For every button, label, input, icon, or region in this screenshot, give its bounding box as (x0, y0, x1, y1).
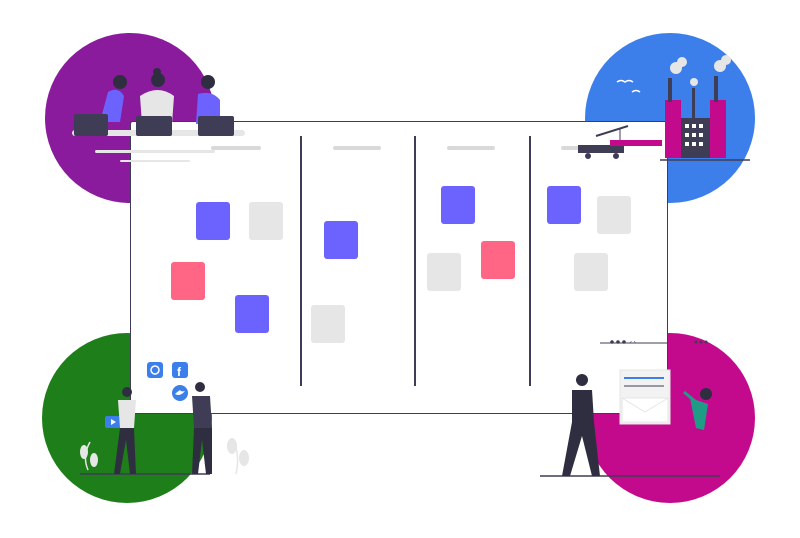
card-purple[interactable] (547, 186, 581, 224)
facebook-icon (172, 362, 188, 378)
svg-text:f: f (177, 365, 182, 379)
card-purple[interactable] (324, 221, 358, 259)
card-purple[interactable] (235, 295, 269, 333)
column-header-2 (333, 146, 381, 150)
email-marketing-scene: ‹ › (540, 340, 720, 477)
instagram-icon (147, 362, 163, 378)
social-media-team: f (80, 362, 249, 475)
card-gray[interactable] (574, 253, 608, 291)
card-pink[interactable] (481, 241, 515, 279)
column-header-1 (211, 146, 261, 150)
card-pink[interactable] (171, 262, 205, 300)
team-at-laptops (72, 68, 245, 162)
column-divider-1 (300, 136, 302, 386)
card-gray[interactable] (311, 305, 345, 343)
column-divider-2 (414, 136, 416, 386)
card-purple[interactable] (441, 186, 475, 224)
factory-with-crane (578, 55, 750, 161)
column-divider-3 (529, 136, 531, 386)
card-purple[interactable] (196, 202, 230, 240)
column-header-3 (447, 146, 495, 150)
card-gray[interactable] (597, 196, 631, 234)
card-gray[interactable] (249, 202, 283, 240)
svg-text:‹ ›: ‹ › (630, 340, 636, 346)
kanban-board (130, 121, 668, 414)
card-gray[interactable] (427, 253, 461, 291)
